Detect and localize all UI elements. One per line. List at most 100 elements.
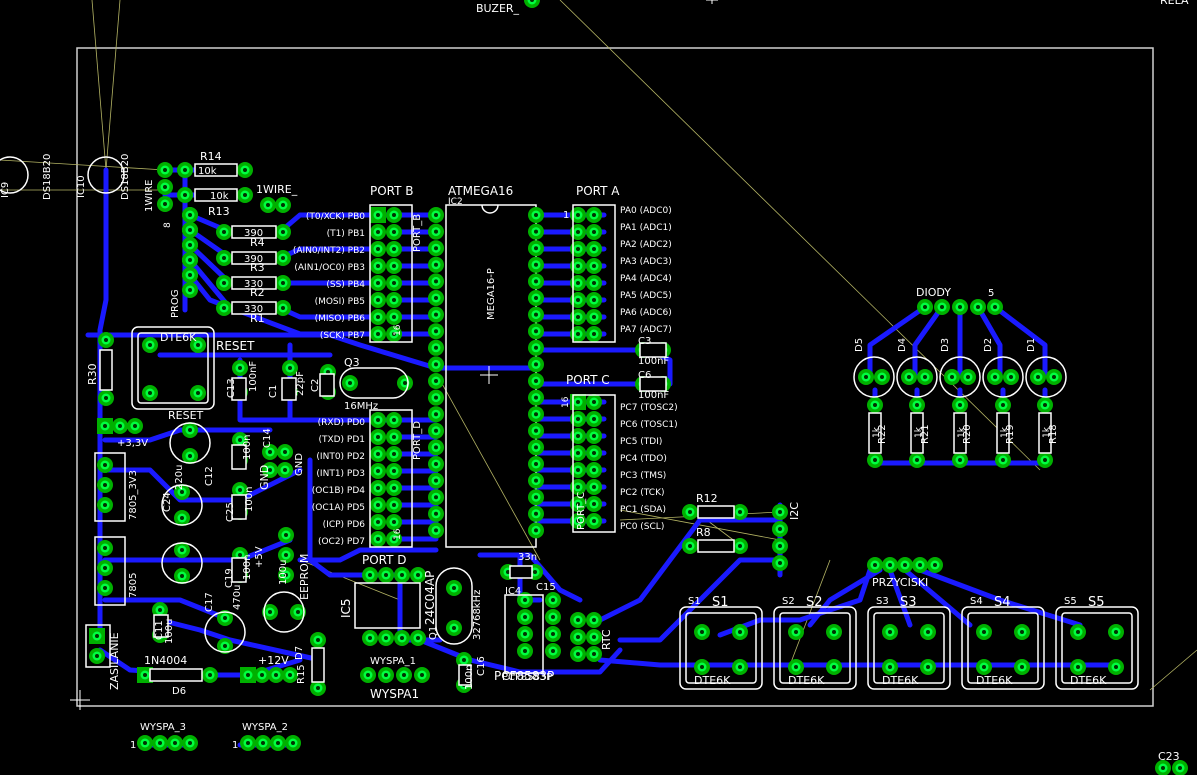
header-pin[interactable]	[586, 513, 602, 529]
switch-pad[interactable]	[976, 624, 992, 640]
ic-pin[interactable]	[517, 592, 533, 608]
power-pin[interactable]	[89, 648, 105, 664]
cap-pad[interactable]	[232, 360, 248, 376]
header-pin[interactable]	[386, 463, 402, 479]
resistor-pad[interactable]	[909, 397, 925, 413]
header-pin[interactable]	[370, 326, 386, 342]
header-pin[interactable]	[586, 411, 602, 427]
atmega16-chip[interactable]	[445, 204, 537, 548]
onewire-pin[interactable]	[275, 197, 291, 213]
switch-pad[interactable]	[732, 659, 748, 675]
atmega-pin[interactable]	[428, 323, 444, 340]
prog-pin[interactable]	[182, 267, 198, 283]
reg-pin[interactable]	[97, 497, 113, 513]
header-pin[interactable]	[586, 275, 602, 291]
resistor-pad[interactable]	[98, 390, 114, 406]
header-pin[interactable]	[386, 480, 402, 496]
power-pin[interactable]	[89, 628, 105, 644]
atmega-pin[interactable]	[428, 207, 444, 223]
atmega-pin[interactable]	[528, 472, 544, 489]
atmega-pin[interactable]	[528, 240, 544, 257]
atmega-pin[interactable]	[428, 422, 444, 439]
header-pin[interactable]	[386, 241, 402, 257]
resistor-pad[interactable]	[1037, 452, 1053, 468]
onewire-pin[interactable]	[157, 179, 173, 195]
wyspa-pin[interactable]	[240, 735, 256, 751]
header-pin[interactable]	[240, 667, 256, 683]
led-pad[interactable]	[901, 369, 917, 385]
elcap-pad[interactable]	[182, 448, 198, 464]
prog-pin[interactable]	[182, 237, 198, 253]
led-pad[interactable]	[1030, 369, 1046, 385]
rtc-pin[interactable]	[586, 646, 602, 662]
elcap-pad[interactable]	[174, 484, 190, 500]
header-pin[interactable]	[282, 667, 298, 683]
header-pin[interactable]	[570, 496, 586, 512]
xtal-pin[interactable]	[446, 580, 462, 596]
switch-pad[interactable]	[142, 385, 158, 401]
atmega-pin[interactable]	[528, 406, 544, 423]
resistor-pad[interactable]	[177, 162, 193, 178]
switch-pad[interactable]	[190, 337, 206, 353]
onewire-pin[interactable]	[260, 197, 276, 213]
ic-pin[interactable]	[517, 626, 533, 642]
header-pin[interactable]	[386, 446, 402, 462]
header-pin[interactable]	[254, 667, 270, 683]
header-pin[interactable]	[386, 292, 402, 308]
ic-pin[interactable]	[378, 630, 394, 646]
resistor-pad[interactable]	[952, 452, 968, 468]
header-pin[interactable]	[586, 292, 602, 308]
header-pin[interactable]	[370, 463, 386, 479]
resistor-pad[interactable]	[98, 332, 114, 348]
elcap-pad[interactable]	[174, 568, 190, 584]
wyspa-pin[interactable]	[396, 667, 412, 683]
cap-pad[interactable]	[232, 432, 248, 448]
resistor-pad[interactable]	[216, 300, 232, 316]
header-pin[interactable]	[570, 207, 586, 223]
header-pin[interactable]	[586, 207, 602, 223]
atmega-pin[interactable]	[528, 489, 544, 506]
header-pin[interactable]	[586, 224, 602, 240]
header-pin[interactable]	[586, 394, 602, 410]
xtal-pin[interactable]	[446, 620, 462, 636]
elcap-pad[interactable]	[217, 638, 233, 654]
led-pad[interactable]	[1003, 369, 1019, 385]
switch-pad[interactable]	[976, 659, 992, 675]
atmega-pin[interactable]	[528, 256, 544, 273]
atmega-pin[interactable]	[428, 373, 444, 389]
header-pin[interactable]	[370, 275, 386, 291]
button-header-pin[interactable]	[867, 557, 883, 573]
wyspa-pin[interactable]	[137, 735, 153, 751]
atmega-pin[interactable]	[428, 522, 444, 539]
header-pin[interactable]	[278, 567, 294, 583]
atmega-pin[interactable]	[528, 522, 544, 539]
prog-pin[interactable]	[182, 252, 198, 268]
onewire-pin[interactable]	[157, 196, 173, 212]
led-pad[interactable]	[917, 369, 933, 385]
elcap-pad[interactable]	[290, 604, 306, 620]
led-header-pin[interactable]	[970, 299, 986, 315]
resistor-pad[interactable]	[952, 397, 968, 413]
header-pin[interactable]	[586, 309, 602, 325]
atmega-pin[interactable]	[528, 290, 544, 306]
cap-pad[interactable]	[232, 482, 248, 498]
atmega-pin[interactable]	[528, 456, 544, 472]
resistor-pad[interactable]	[682, 504, 698, 520]
atmega-pin[interactable]	[528, 306, 544, 323]
led-header-pin[interactable]	[917, 299, 933, 315]
atmega-pin[interactable]	[428, 472, 444, 489]
atmega-pin[interactable]	[428, 273, 444, 290]
switch-pad[interactable]	[882, 624, 898, 640]
switch-pad[interactable]	[788, 659, 804, 675]
header-pin[interactable]	[570, 309, 586, 325]
rtc-pin[interactable]	[586, 629, 602, 645]
prog-pin[interactable]	[182, 222, 198, 238]
wyspa-pin[interactable]	[152, 735, 168, 751]
switch-pad[interactable]	[694, 659, 710, 675]
atmega-pin[interactable]	[428, 489, 444, 506]
atmega-pin[interactable]	[428, 456, 444, 472]
atmega-pin[interactable]	[428, 439, 444, 456]
cap-pad[interactable]	[397, 375, 413, 391]
cap-pad[interactable]	[342, 375, 358, 391]
cap-pad[interactable]	[282, 360, 298, 376]
